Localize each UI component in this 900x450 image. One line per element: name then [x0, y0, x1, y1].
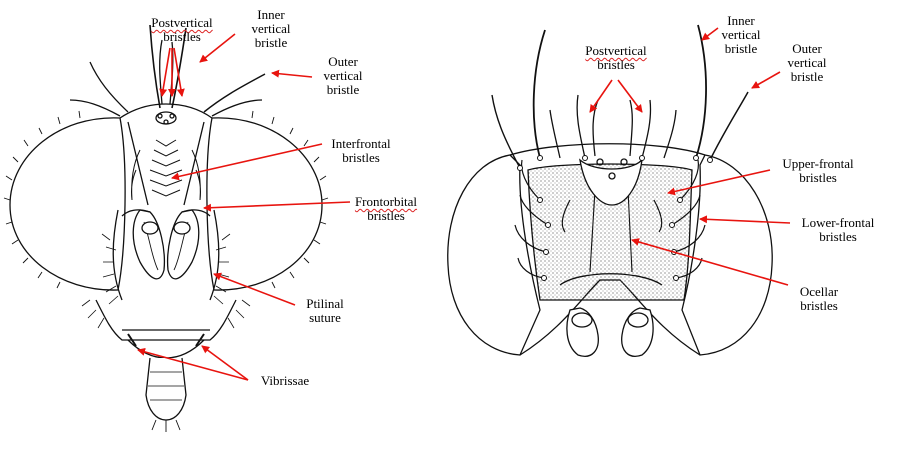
right-eye-right: [681, 154, 773, 356]
label-upper-frontal: Upper-frontal bristles: [782, 156, 854, 185]
label-postvertical-left: Postvertical bristles: [151, 15, 213, 44]
right-head-drawing: [447, 24, 773, 357]
label-postvertical-right: Postvertical bristles: [585, 43, 647, 72]
label-lower-frontal: Lower-frontal bristles: [801, 215, 875, 244]
label-interfrontal: Interfrontal bristles: [331, 136, 391, 165]
left-head-drawing: [3, 24, 329, 432]
right-head-arrows: [589, 27, 791, 286]
label-ptilinal-suture: Ptilinal suture: [306, 296, 344, 325]
right-eye-left: [447, 154, 541, 356]
label-inner-vertical-left: Inner vertical bristle: [251, 7, 291, 50]
label-vibrissae: Vibrissae: [260, 373, 310, 388]
label-outer-vertical-right: Outer vertical bristle: [787, 41, 827, 84]
label-ocellar: Ocellar bristles: [799, 284, 839, 313]
label-outer-vertical-left: Outer vertical bristle: [323, 54, 363, 97]
label-inner-vertical-right: Inner vertical bristle: [721, 13, 761, 56]
label-frontorbital: Frontorbital bristles: [354, 194, 418, 223]
left-head-arrows: [137, 33, 351, 381]
left-eye-left: [9, 117, 126, 291]
